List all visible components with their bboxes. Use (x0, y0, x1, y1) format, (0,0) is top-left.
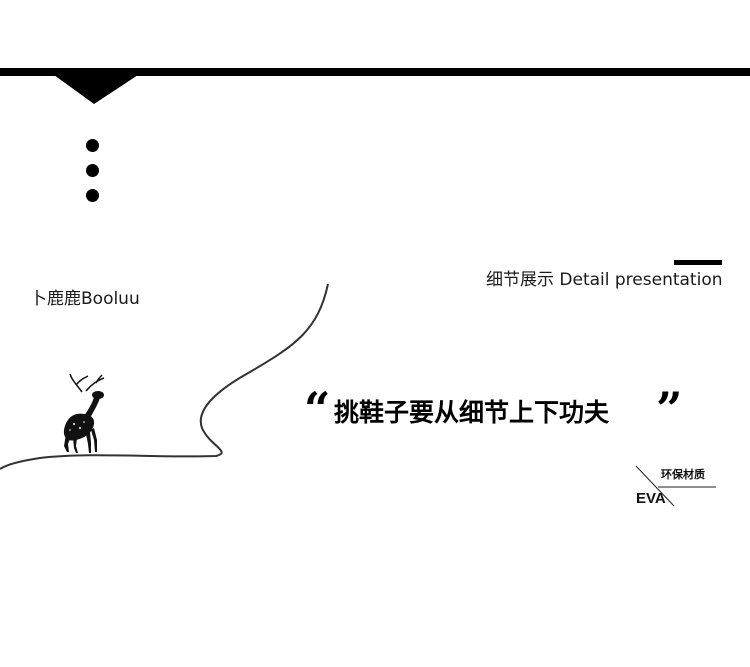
material-label: 环保材质 (661, 468, 705, 481)
top-divider-bar (0, 68, 750, 76)
top-triangle-pointer (54, 75, 138, 104)
detail-accent-bar (674, 260, 722, 265)
close-quote-mark: ” (656, 382, 683, 436)
dot-1 (86, 139, 99, 152)
open-quote-mark: “ (304, 382, 331, 436)
material-divider-lines (635, 465, 716, 507)
dot-indicator (86, 139, 100, 214)
material-name: EVA (636, 490, 666, 507)
dot-2 (86, 164, 99, 177)
dot-3 (86, 189, 99, 202)
section-title: 细节展示 Detail presentation (486, 270, 723, 290)
brand-name: 卜鹿鹿Booluu (30, 289, 140, 309)
slogan-text: 挑鞋子要从细节上下功夫 (334, 398, 610, 427)
